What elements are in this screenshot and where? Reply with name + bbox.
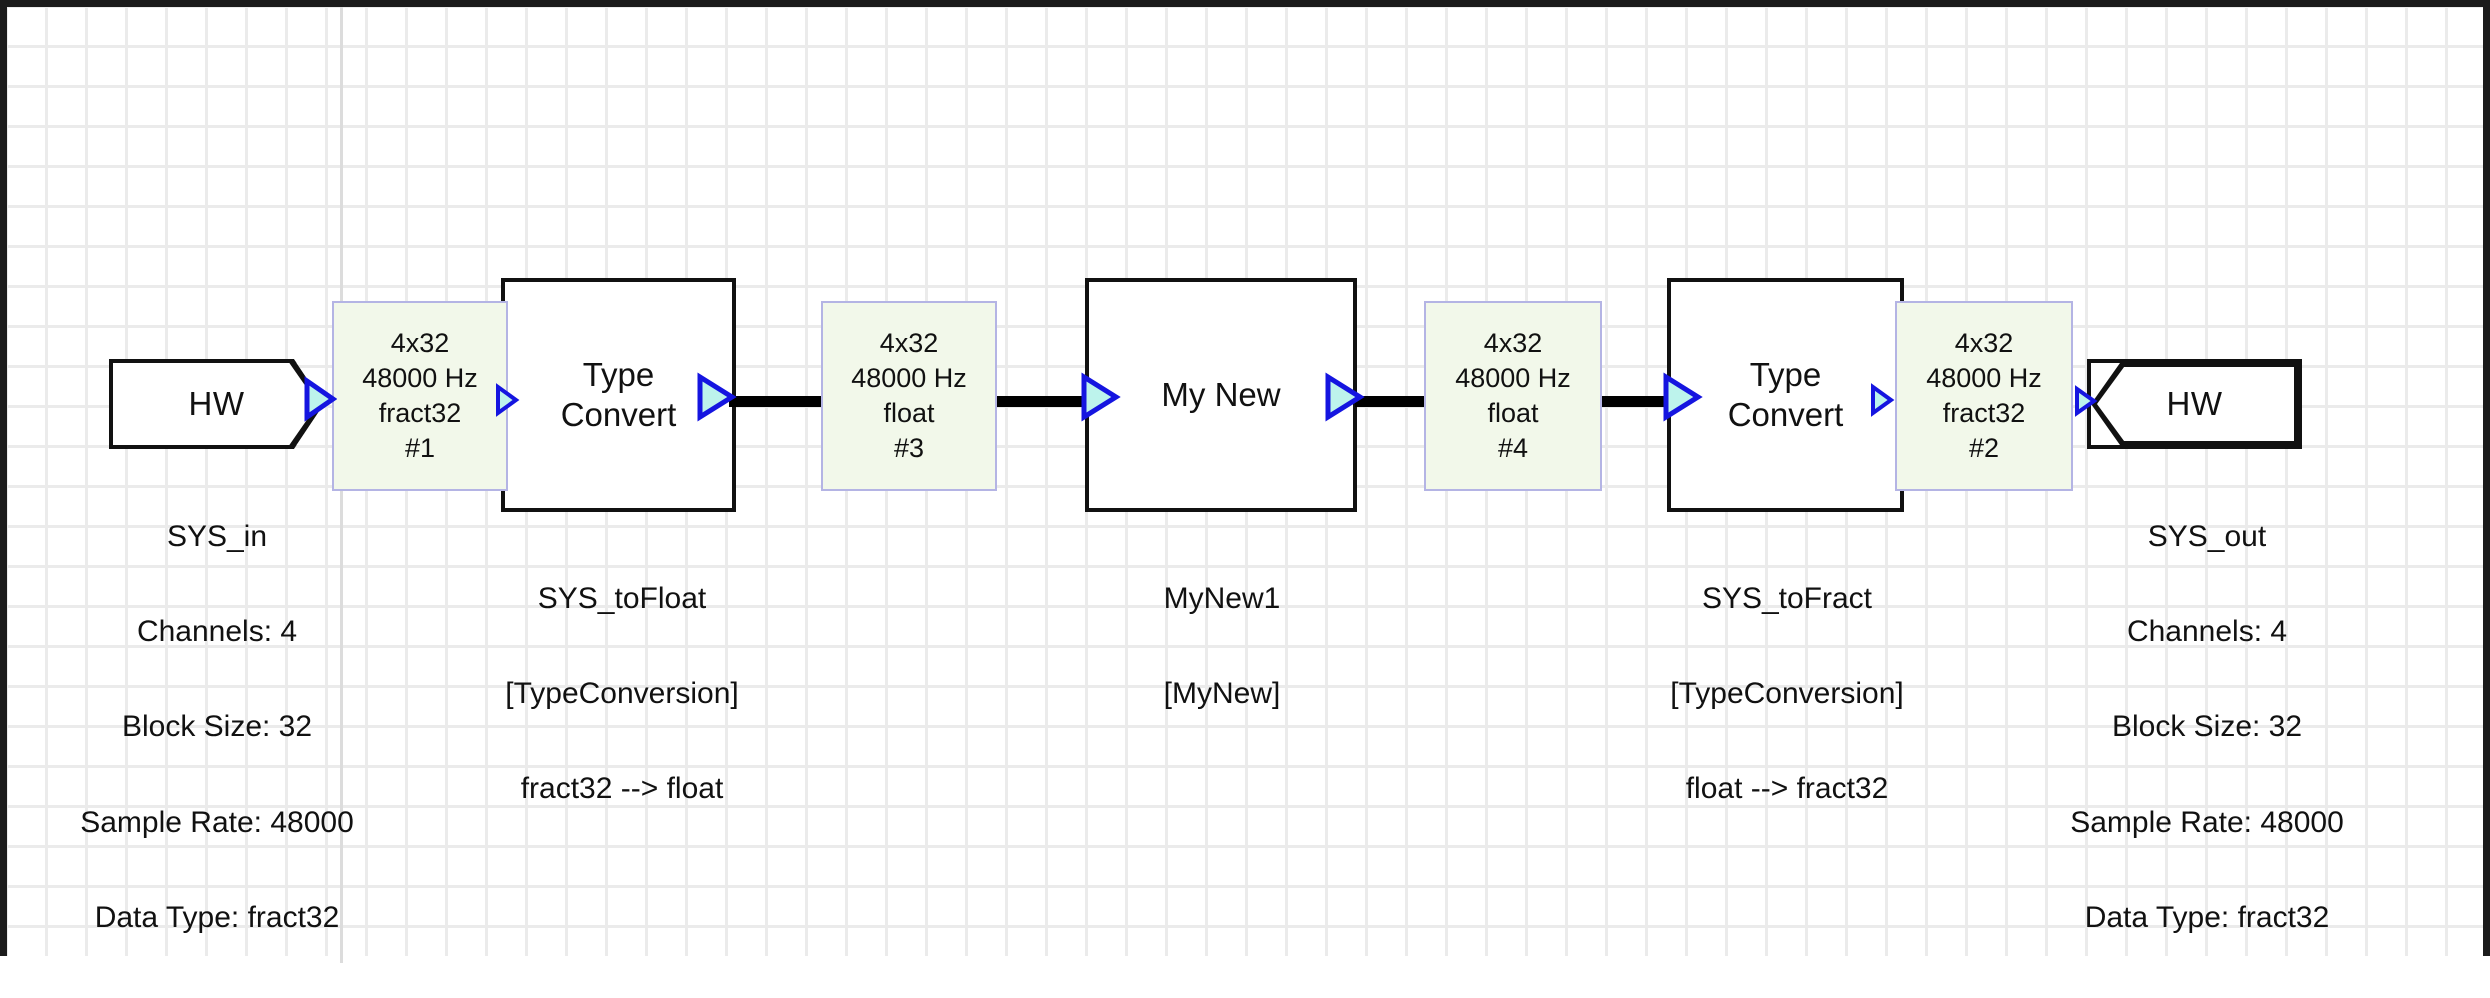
signal-3-dtype: float [883,398,935,428]
output-port-arrow-icon [697,372,737,422]
signal-3-id: #3 [893,433,925,464]
sys-out-caption-line-0: SYS_out [2147,519,2267,553]
block-sys-tofloat[interactable]: Type Convert [501,278,736,512]
wire-s4-to-tofract [1597,396,1675,407]
sys-tofloat-caption-line-0: SYS_toFloat [537,581,707,615]
signal-3-rate: 48000 Hz [851,362,967,393]
signal-4-dims: 4x32 [1483,327,1543,358]
signal-1-dims: 4x32 [390,327,450,358]
sys-out-caption-line-3: Sample Rate: 48000 [2070,805,2344,839]
sys-tofloat-caption-line-1: [TypeConversion] [505,676,739,710]
signal-2-dims: 4x32 [1954,327,2014,358]
diagram-canvas[interactable]: HW SYS_in Channels: 4 Block Size: 32 Sam… [0,0,2490,963]
block-sys-in[interactable]: HW [109,359,324,449]
output-port-arrow-icon [1325,372,1365,422]
input-port-arrow-icon [496,383,520,417]
sys-out-caption-line-2: Block Size: 32 [2111,710,2303,744]
sys-out-inner-label: HW [2166,385,2223,422]
sys-out-caption-line-1: Channels: 4 [2126,614,2288,648]
signal-1-rate: 48000 Hz [362,362,478,393]
signal-1-id: #1 [404,433,436,464]
sys-tofract-caption-line-2: float --> fract32 [1685,772,1889,806]
signal-1-dtype: fract32 [378,398,462,428]
block-mynew[interactable]: My New [1085,278,1357,512]
caption-sys-tofloat: SYS_toFloat [TypeConversion] fract32 -->… [377,519,867,869]
sys-tofloat-input-port[interactable] [494,382,520,418]
sys-in-caption-line-0: SYS_in [166,519,268,553]
sys-in-caption-line-2: Block Size: 32 [121,710,313,744]
mynew-caption-line-1: [MyNew] [1163,676,1281,710]
sys-in-caption-line-4: Data Type: fract32 [94,901,340,935]
sys-tofract-input-port[interactable] [1661,371,1703,423]
sys-in-caption-line-1: Channels: 4 [136,614,298,648]
input-port-arrow-icon [1663,372,1703,422]
signal-4-rate: 48000 Hz [1455,362,1571,393]
sys-in-fill [113,363,318,445]
signal-label-2[interactable]: 4x32 48000 Hz fract32 #2 [1895,301,2073,491]
mynew-input-port[interactable] [1079,371,1121,423]
mynew-output-port[interactable] [1323,371,1365,423]
block-sys-tofract[interactable]: Type Convert [1667,278,1904,512]
signal-label-1[interactable]: 4x32 48000 Hz fract32 #1 [332,301,508,491]
sys-out-input-port[interactable] [2073,384,2099,418]
signal-label-4[interactable]: 4x32 48000 Hz float #4 [1424,301,1602,491]
input-port-arrow-icon [2075,385,2098,417]
input-port-arrow-icon [1081,372,1121,422]
caption-sys-in: SYS_in Channels: 4 Block Size: 32 Sample… [0,457,467,998]
signal-2-id: #2 [1968,433,2000,464]
sys-in-caption-line-3: Sample Rate: 48000 [80,805,354,839]
block-sys-out[interactable]: HW [2087,359,2302,449]
output-port-arrow-icon [1871,383,1895,417]
sys-in-output-port[interactable] [303,375,337,423]
signal-label-3[interactable]: 4x32 48000 Hz float #3 [821,301,997,491]
output-port-arrow-icon [304,376,337,422]
wire-mynew-to-s4 [1355,396,1431,407]
sys-out-caption-line-4: Data Type: fract32 [2084,901,2330,935]
mynew-caption-line-0: MyNew1 [1163,581,1281,615]
signal-2-rate: 48000 Hz [1926,362,2042,393]
wire-tofloat-to-s3 [729,396,829,407]
sys-tofract-inner-label: Type Convert [1727,355,1844,433]
sys-tofract-caption-line-1: [TypeConversion] [1670,676,1904,710]
caption-sys-tofract: SYS_toFract [TypeConversion] float --> f… [1547,519,2027,869]
wire-s3-to-mynew [992,396,1090,407]
caption-mynew: MyNew1 [MyNew] [1007,519,1437,773]
sys-tofract-output-port[interactable] [1869,382,1895,418]
sys-out-fill [2096,367,2294,441]
caption-sys-out: SYS_out Channels: 4 Block Size: 32 Sampl… [1962,457,2452,998]
sys-tofract-caption-line-0: SYS_toFract [1701,581,1873,615]
signal-2-dtype: fract32 [1942,398,2026,428]
signal-4-id: #4 [1497,433,1529,464]
signal-4-dtype: float [1487,398,1539,428]
sys-tofloat-inner-label: Type Convert [560,355,677,433]
mynew-inner-label: My New [1161,375,1281,413]
sys-in-inner-label: HW [188,385,245,422]
signal-3-dims: 4x32 [879,327,939,358]
sys-tofloat-output-port[interactable] [695,371,737,423]
sys-tofloat-caption-line-2: fract32 --> float [520,772,724,806]
